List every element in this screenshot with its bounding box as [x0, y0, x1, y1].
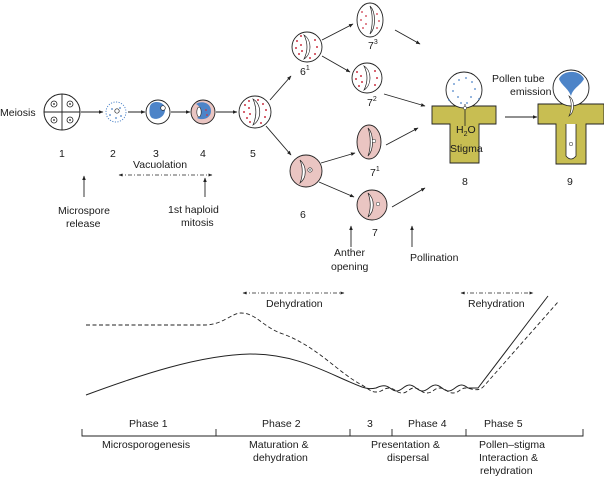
stage-sequence: Meiosis — [0, 2, 604, 273]
dehydrated-pollen-upper — [291, 31, 323, 63]
phase-5-description-2: Interaction & — [479, 452, 538, 464]
h2o-label: H2O — [456, 124, 476, 138]
phase-2-description-1: Maturation & — [249, 439, 309, 451]
microspore-release-label-2: release — [66, 218, 101, 230]
phase-5-description-1: Pollen–stigma — [479, 439, 545, 451]
stage-number-9: 9 — [567, 176, 573, 188]
arrow-7-2-out — [383, 93, 426, 107]
hydration-chart: Dehydration Rehydration — [85, 291, 559, 396]
microspore-release-label-1: Microspore — [58, 205, 110, 217]
phase-4-title: Phase 4 — [408, 418, 447, 430]
microspore-cell — [105, 101, 127, 123]
stigma-with-pollen-tube — [537, 69, 604, 165]
vacuolation-label: Vacuolation — [133, 159, 187, 171]
arrow-5-6-1 — [269, 75, 292, 101]
stage-number-8: 8 — [462, 176, 468, 188]
vacuolated-cell — [145, 99, 171, 125]
arrow-6-7-1 — [320, 152, 356, 164]
arrow-6-1-7-2 — [321, 55, 351, 73]
phase-timeline: Phase 1 Microsporogenesis Phase 2 Matura… — [81, 418, 584, 477]
pollen-7-1 — [356, 124, 382, 160]
dehydration-label: Dehydration — [266, 298, 323, 310]
arrow-6-7 — [318, 181, 355, 198]
stage-number-7-3: 73 — [368, 39, 378, 52]
first-mitosis-label-2: mitosis — [181, 217, 214, 229]
meiosis-label: Meiosis — [0, 107, 36, 119]
anther-opening-label-1: Anther — [334, 247, 365, 259]
stage-number-7: 7 — [372, 227, 378, 239]
phase-bracket-line — [81, 429, 584, 437]
stage-number-3: 3 — [153, 148, 159, 160]
arrow-7-out — [391, 187, 426, 208]
solid-curve — [85, 295, 549, 396]
stage-number-4: 4 — [200, 148, 206, 160]
arrow-7-3-out — [394, 29, 421, 45]
phase-5-title: Phase 5 — [484, 418, 523, 430]
pollen-7-2 — [351, 62, 383, 94]
stage-number-6-1: 61 — [300, 65, 310, 78]
arrow-6-1-7-3 — [321, 23, 354, 41]
phase-2-description-2: dehydration — [253, 452, 308, 464]
anther-opening-label-2: opening — [331, 261, 369, 273]
pollen-tube-label-2: emission — [510, 86, 552, 98]
pollen-7 — [356, 189, 388, 221]
rehydration-label: Rehydration — [468, 298, 525, 310]
stage-number-6: 6 — [300, 209, 306, 221]
phase-3-title: 3 — [367, 418, 373, 430]
first-mitosis-label-1: 1st haploid — [168, 204, 219, 216]
stage-number-7-2: 72 — [367, 96, 377, 109]
phase-1-title: Phase 1 — [129, 418, 168, 430]
dashed-curve — [86, 301, 559, 394]
pollen-tube-label-1: Pollen tube — [492, 73, 545, 85]
stigma-label: Stigma — [450, 143, 483, 155]
stigma-with-pollen: H2O Stigma — [431, 71, 497, 164]
dehydrated-pollen-lower — [289, 154, 323, 188]
phase-3-4-description-2: dispersal — [387, 452, 429, 464]
arrow-7-1-out — [385, 127, 419, 146]
bicellular-pollen-cell — [238, 95, 272, 129]
stage-number-2: 2 — [110, 148, 116, 160]
phase-1-description: Microsporogenesis — [102, 439, 190, 451]
pollen-7-3 — [356, 2, 384, 38]
pollination-label: Pollination — [410, 252, 459, 264]
stage-number-5: 5 — [250, 148, 256, 160]
stage-number-7-1: 71 — [370, 166, 380, 179]
phase-5-description-3: rehydration — [480, 465, 533, 477]
stage-number-1: 1 — [59, 148, 65, 160]
first-mitosis-cell — [190, 99, 216, 125]
phase-3-4-description-1: Presentation & — [371, 439, 440, 451]
tetrad-cell — [43, 93, 81, 131]
phase-2-title: Phase 2 — [262, 418, 301, 430]
arrow-5-6 — [265, 125, 292, 156]
